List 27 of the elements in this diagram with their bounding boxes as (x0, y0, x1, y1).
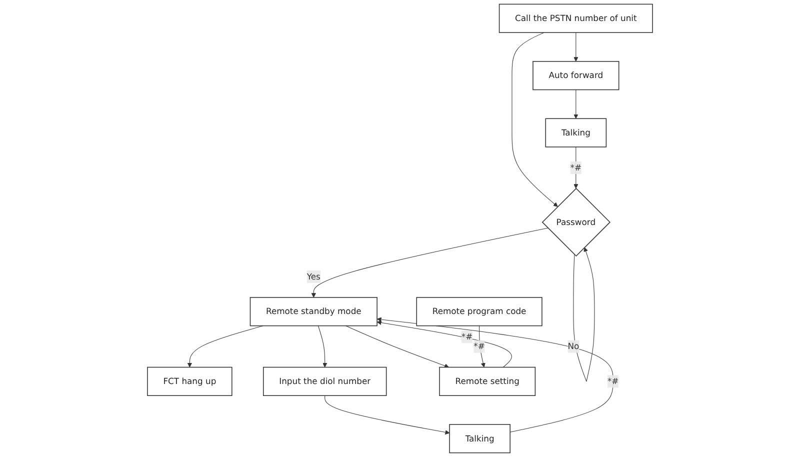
node-box: Remote standby mode (250, 297, 378, 326)
edge-label: No (568, 341, 580, 352)
node-diamond: Password (542, 188, 611, 257)
arrow (574, 32, 578, 62)
node-box: Remote program code (416, 297, 542, 326)
edge-label: *# (474, 341, 485, 352)
edge-label: *# (607, 376, 619, 386)
arrow (187, 326, 264, 368)
edge-label: Yes (306, 271, 320, 282)
arrow (311, 228, 548, 298)
edge-label: *# (461, 332, 473, 342)
arrow (324, 395, 450, 435)
node-box: Talking (449, 424, 510, 454)
node-box: Auto forward (532, 61, 620, 90)
arrow (574, 89, 578, 119)
node-box: Input the diol number (263, 366, 387, 396)
node-box: FCT hang up (147, 366, 232, 396)
node-box: Talking (545, 118, 607, 148)
node-box: Call the PSTN number of unit (498, 4, 653, 33)
edge-label: *# (570, 162, 582, 172)
arrow (574, 146, 578, 189)
arrow (573, 247, 595, 382)
node-box: Remote setting (439, 366, 536, 396)
arrow (318, 326, 328, 368)
arrow (345, 326, 450, 368)
arrow (512, 32, 558, 207)
arrow (376, 317, 614, 432)
